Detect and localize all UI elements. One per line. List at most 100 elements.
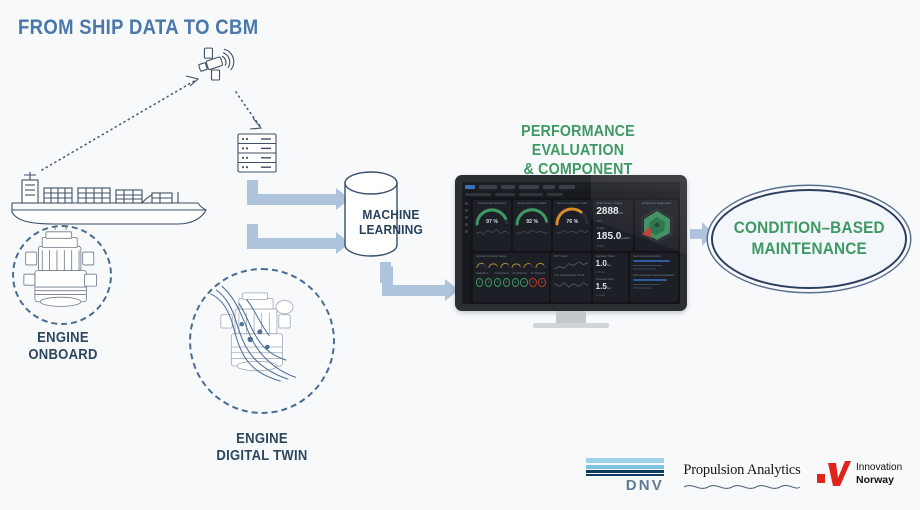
cyl-gauge-5 xyxy=(523,263,534,269)
cylinder-gauge-row xyxy=(476,260,546,271)
gauge-sparkline-1 xyxy=(476,228,509,235)
dashboard-tab-2[interactable] xyxy=(495,193,515,196)
ship-to-satellite-arrowhead xyxy=(185,75,200,87)
page-title: FROM SHIP DATA TO CBM xyxy=(18,16,259,39)
wave-underline-icon xyxy=(683,484,801,489)
trend-label-2: Fuel Consumption Trend xyxy=(553,274,585,278)
notes-card[interactable]: Fault recommendations Fault diagnosis re… xyxy=(629,253,678,302)
dashboard-row-top: Turbocharger Efficiency 97 % xyxy=(473,200,678,252)
performance-heading: PERFORMANCE EVALUATION & COMPONENT DIAGN… xyxy=(477,122,679,198)
trend-card[interactable]: KPI Trends Fuel Consumption Trend xyxy=(550,253,591,302)
radar-chart xyxy=(641,208,672,243)
monitor-base xyxy=(533,323,609,328)
kpi-unit-2: bar xyxy=(606,286,612,291)
monitor-bezel: Turbocharger Efficiency 97 % xyxy=(455,175,687,311)
cylinder-status-card[interactable]: Cylinder Dynamic Status xyxy=(473,253,549,302)
dashboard-menu-2[interactable] xyxy=(501,184,515,189)
dnv-bar-dark2 xyxy=(586,473,664,476)
gauge-sparkline-2 xyxy=(516,229,549,234)
stat-number-2: 185.0 xyxy=(596,231,622,242)
dashboard-tab-3[interactable] xyxy=(519,193,543,196)
engine-digital-twin-caption: ENGINE DIGITAL TWIN xyxy=(199,431,325,465)
engine-digital-twin-circle xyxy=(189,268,335,414)
sidebar-icon-5[interactable] xyxy=(465,230,468,233)
dashboard-menu-5[interactable] xyxy=(559,184,575,189)
cyl-indicator-5[interactable]: 5 xyxy=(511,278,519,288)
notes-bar-2 xyxy=(632,268,656,271)
notes-line-1 xyxy=(632,264,663,266)
dashboard-tab-4[interactable] xyxy=(547,193,563,196)
cyl-gauge-1 xyxy=(476,263,487,269)
cyl-indicator-7[interactable]: 7 xyxy=(529,278,537,288)
kpi-number-2: 1.5 xyxy=(595,282,607,292)
sidebar-icon-1[interactable] xyxy=(465,202,468,205)
dashboard-tab-1[interactable] xyxy=(465,193,491,196)
cbm-line2: MAINTENANCE xyxy=(751,240,867,258)
cyl-indicator-1[interactable]: 1 xyxy=(476,278,484,288)
kpi-label-1: Deviation Index xyxy=(595,255,616,259)
sidebar-icon-2[interactable] xyxy=(465,209,468,212)
propulsion-analytics-wordmark: Propulsion Analytics xyxy=(683,462,801,478)
kpi-sub-2: 1.2 bar xyxy=(595,293,605,298)
gauge-card-3[interactable]: Fuel Consumption Index 76 % xyxy=(553,200,592,252)
arrow-ship-to-ml xyxy=(247,224,350,254)
stat-sub-2: 178.9 xyxy=(596,244,604,248)
gauge-value-1: 97 % xyxy=(486,219,498,225)
engine-onboard-line1: ENGINE xyxy=(37,330,89,346)
dashboard-screen[interactable]: Turbocharger Efficiency 97 % xyxy=(462,182,680,304)
stats-card[interactable]: Shaft Power / Output 2888kW 2847 Speed 1… xyxy=(593,200,634,252)
dashboard-sidebar[interactable] xyxy=(462,198,471,304)
gauge-card-2[interactable]: Engine Efficiency Ratio 92 % xyxy=(513,200,552,252)
cbm-line1: CONDITION–BASED xyxy=(733,219,885,237)
cyl-gauge-2 xyxy=(488,263,499,269)
kpi-number-1: 1.0 xyxy=(595,259,607,269)
engine-onboard-line2: ONBOARD xyxy=(28,347,98,363)
innovation-norway-logo: Innovation Norway xyxy=(817,461,917,487)
database-cylinder-icon xyxy=(344,171,398,257)
kpi-label-2: Pressure Drop xyxy=(595,278,614,282)
gauge-value-3: 76 % xyxy=(566,219,579,225)
ml-label-line1: MACHINE xyxy=(362,207,420,222)
innovation-norway-mark-icon xyxy=(817,461,851,486)
cyl-indicator-8[interactable]: 8 xyxy=(538,278,546,288)
dashboard-menu-4[interactable] xyxy=(543,184,555,189)
satellite-to-server-link xyxy=(235,91,261,127)
cyl-group-4: Air Channel 2 xyxy=(530,272,546,276)
dnv-bar-dark1 xyxy=(586,470,664,473)
dashboard-logo-pill[interactable] xyxy=(465,184,475,189)
dashboard-menu-3[interactable] xyxy=(519,184,539,189)
cyl-indicator-2[interactable]: 2 xyxy=(484,278,493,288)
cyl-indicator-6[interactable]: 6 xyxy=(520,278,528,288)
notes-line-2 xyxy=(632,283,660,285)
radar-card[interactable]: Component Diagnostics xyxy=(635,200,678,252)
cyl-gauge-6 xyxy=(535,263,546,269)
stat-label-2: Speed xyxy=(596,227,605,230)
kpi-value-1: 1.0bar xyxy=(596,259,625,270)
server-rack-icon xyxy=(237,133,277,173)
satellite-icon xyxy=(198,47,235,81)
cyl-indicator-3[interactable]: 3 xyxy=(493,278,502,288)
sidebar-icon-4[interactable] xyxy=(465,223,468,226)
kpi-sub-1: 0.8 bar xyxy=(595,270,605,275)
cbm-label: CONDITION–BASED MAINTENANCE xyxy=(733,218,884,260)
radar-label: Component Diagnostics xyxy=(641,202,672,205)
stat-label-1: Shaft Power / Output xyxy=(596,202,623,205)
dashboard-row-bottom: Cylinder Dynamic Status xyxy=(473,253,678,302)
innovation-norway-wordmark: Innovation Norway xyxy=(856,462,902,486)
trend-chart-1 xyxy=(553,261,588,270)
gauge-sparkline-3 xyxy=(556,229,589,234)
dashboard-menu-1[interactable] xyxy=(479,184,497,189)
cylinder-indicator-row: 1 2 3 4 5 6 7 8 xyxy=(476,278,546,288)
sidebar-icon-3[interactable] xyxy=(465,216,468,219)
cyl-indicator-4[interactable]: 4 xyxy=(502,278,511,288)
notes-label-2: Fault diagnosis recommendations xyxy=(632,274,675,278)
kpi-card[interactable]: Deviation Index 1.0bar 0.8 bar Pressure … xyxy=(592,253,628,302)
gauge-label-3: Fuel Consumption Index xyxy=(557,202,588,205)
monitor-stand xyxy=(556,311,586,325)
cyl-gauge-4 xyxy=(511,263,522,269)
dnv-bar-mid xyxy=(586,464,664,469)
gauge-arc-2 xyxy=(515,207,549,226)
digital-twin-line1: ENGINE xyxy=(236,431,288,447)
gauge-card-1[interactable]: Turbocharger Efficiency 97 % xyxy=(473,200,512,252)
